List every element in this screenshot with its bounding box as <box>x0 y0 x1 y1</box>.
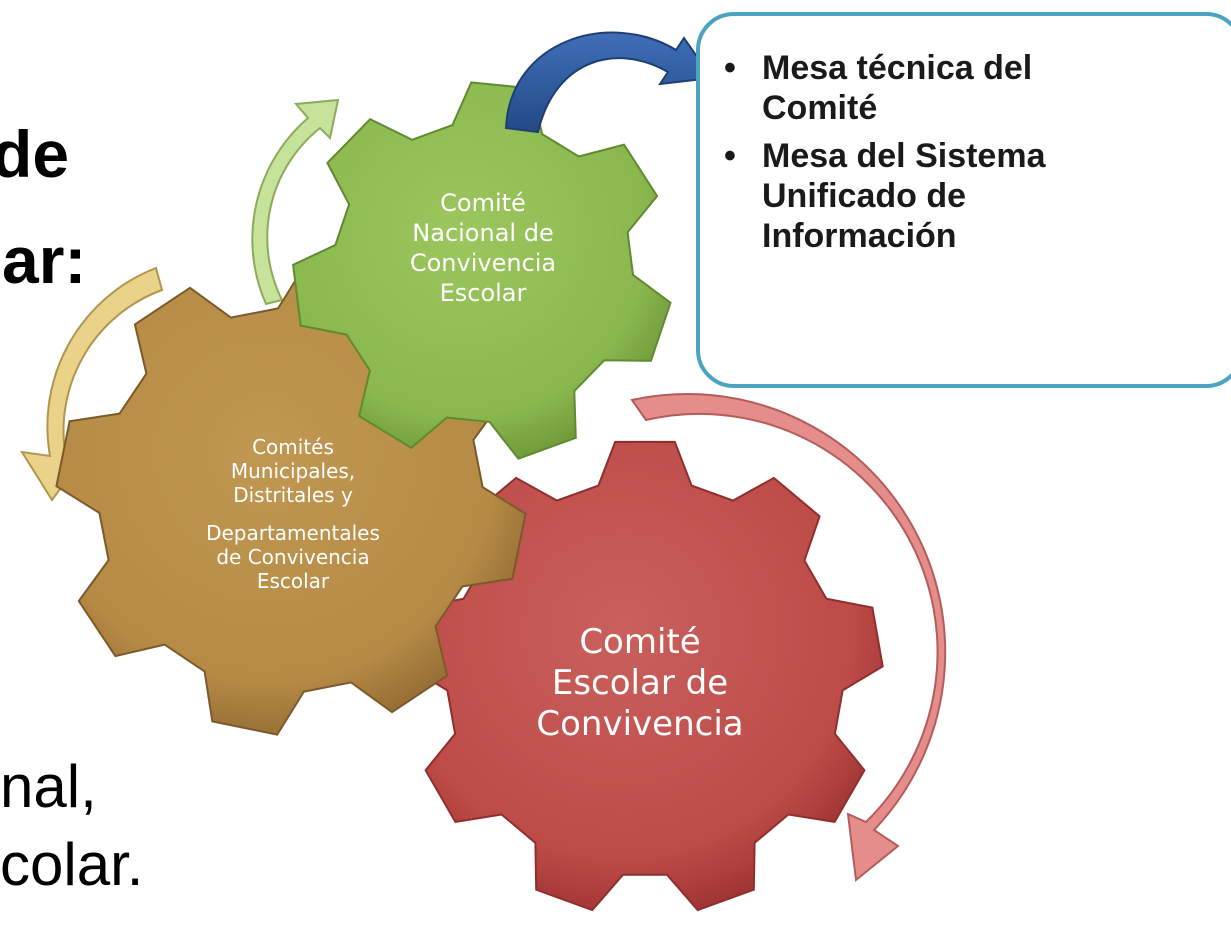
bullet-icon: • <box>724 49 736 87</box>
label-line: Comité <box>440 189 526 217</box>
info-item-line: Mesa del Sistema <box>762 137 1046 175</box>
info-item-line: Información <box>762 217 957 255</box>
background-text-fragment: colar. <box>0 831 144 898</box>
background-text-fragment: ar: <box>2 223 87 297</box>
label-line: Nacional de <box>412 219 554 247</box>
red-arc-arrow <box>630 393 947 882</box>
label-line: Escolar <box>439 279 527 307</box>
green-arc-arrow <box>251 98 340 306</box>
blue-curved-arrow <box>504 31 714 134</box>
info-item-line: Mesa técnica del <box>762 49 1033 87</box>
label-line: Escolar <box>256 569 330 593</box>
background-text-fragment: nal, <box>0 753 97 820</box>
gear-label-school-committee: Comité Escolar de Convivencia <box>505 622 775 744</box>
info-bullet-item: • Mesa del Sistema Unificado de Informac… <box>724 136 1045 256</box>
tan-arc-arrow <box>20 266 164 502</box>
info-item-line: Unificado de <box>762 177 967 215</box>
label-line: de Convivencia <box>216 545 370 569</box>
green-gear <box>292 81 672 460</box>
background-text-fragment: de <box>0 117 70 191</box>
info-bullet-item: • Mesa técnica del Comité <box>724 48 1045 128</box>
info-bullet-list: • Mesa técnica del Comité • Mesa del Sis… <box>724 48 1045 264</box>
info-item-line: Comité <box>762 89 878 127</box>
label-line: Distritales y <box>233 483 353 507</box>
gear-label-municipal-committees: Comités Municipales, Distritales y Depar… <box>158 435 428 593</box>
label-line: Convivencia <box>536 703 744 744</box>
gear-label-national-committee: Comité Nacional de Convivencia Escolar <box>388 188 578 308</box>
label-line: Departamentales <box>206 521 380 545</box>
label-line: Municipales, <box>230 459 356 483</box>
label-line: Convivencia <box>409 249 557 277</box>
info-callout-box: • Mesa técnica del Comité • Mesa del Sis… <box>696 12 1231 388</box>
label-line: Escolar de <box>551 662 729 703</box>
bullet-icon: • <box>724 137 736 175</box>
label-line: Comité <box>579 622 701 662</box>
label-line: Comités <box>252 435 334 459</box>
